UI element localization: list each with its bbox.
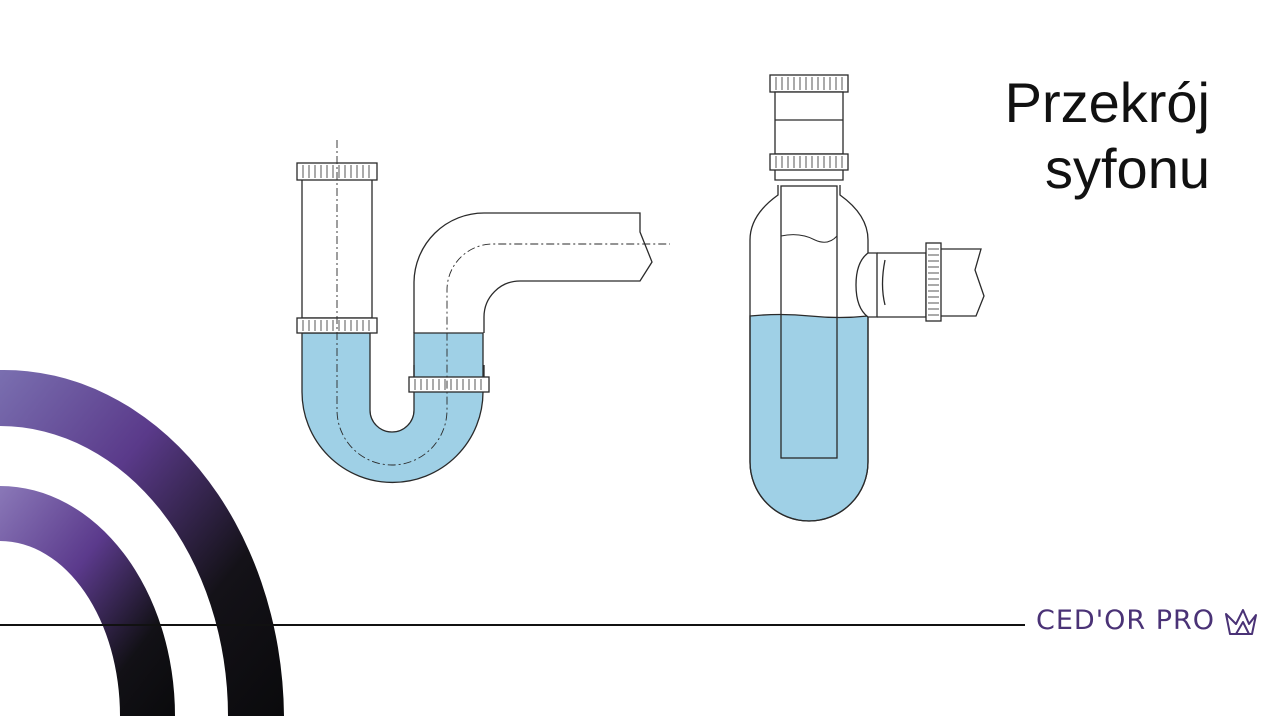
inner-arc	[0, 486, 175, 716]
p-trap-top-nut-ribs	[302, 165, 370, 178]
bottle-siphon-outlet-nut	[925, 242, 942, 322]
bottle-siphon-side-outlet	[855, 252, 878, 318]
p-trap-siphon	[296, 140, 670, 484]
p-trap-water	[301, 332, 484, 484]
brand-logo-text: CED'OR PRO	[1036, 605, 1216, 636]
bottle-siphon-outlet-pipe	[941, 248, 985, 317]
outer-arc	[0, 369, 284, 716]
bottle-siphon-dip-tube	[780, 185, 838, 459]
slide-title-line-2: syfonu	[1045, 137, 1210, 200]
p-trap-outlet-pipe	[413, 212, 653, 333]
bottle-siphon-lower-nut	[769, 153, 849, 171]
decorative-arcs	[0, 369, 284, 716]
bottle-siphon	[749, 74, 985, 522]
crown-icon	[1225, 609, 1257, 635]
bottle-siphon-water	[749, 313, 869, 522]
p-trap-centerline	[336, 140, 670, 466]
slide-title: Przekrój syfonu	[1005, 70, 1210, 202]
bottle-siphon-body	[749, 185, 869, 522]
slide-title-line-1: Przekrój	[1004, 71, 1210, 134]
